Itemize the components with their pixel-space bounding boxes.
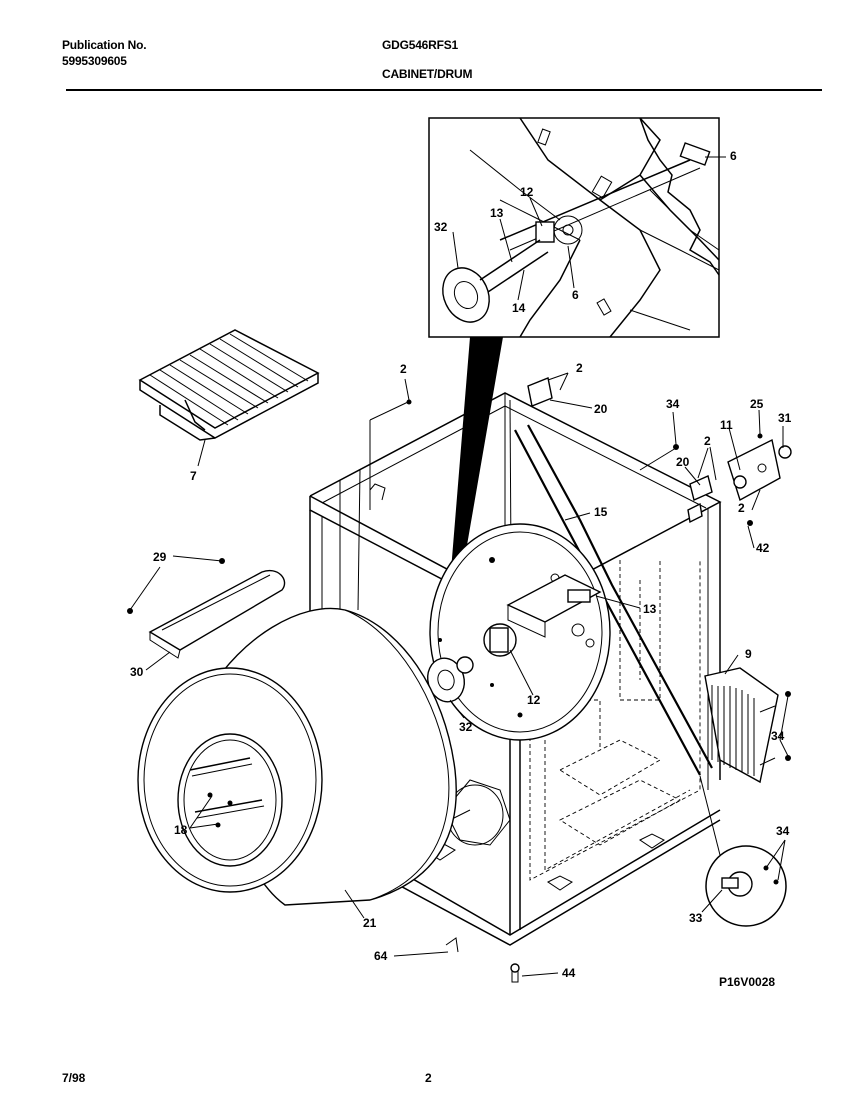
callout-6-inset-lower: 6	[572, 288, 579, 302]
callout-31: 31	[778, 411, 792, 425]
idler-detail	[699, 775, 787, 927]
callout-42: 42	[756, 541, 770, 555]
callout-7: 7	[190, 469, 197, 483]
leader-lines	[129, 372, 789, 977]
figure-code: P16V0028	[719, 975, 776, 989]
callout-2-lower-right: 2	[738, 501, 745, 515]
callout-64: 64	[374, 949, 388, 963]
page-number: 2	[425, 1071, 432, 1085]
callout-14: 14	[512, 301, 526, 315]
callout-12: 12	[527, 693, 541, 707]
footer-date: 7/98	[62, 1071, 86, 1085]
drying-rack	[138, 329, 320, 467]
header-rule	[66, 89, 822, 91]
publication-number: 5995309605	[62, 54, 127, 68]
callout-13-inset: 13	[490, 206, 504, 220]
callout-34-right: 34	[771, 729, 785, 743]
lint-duct-cover	[148, 569, 286, 659]
callout-25: 25	[750, 397, 764, 411]
callout-30: 30	[130, 665, 144, 679]
callout-18: 18	[174, 823, 188, 837]
callout-2-top-left: 2	[400, 362, 407, 376]
callout-12-inset: 12	[520, 185, 534, 199]
callout-34-bottom: 34	[776, 824, 790, 838]
callout-32: 32	[459, 720, 473, 734]
inset-detail	[428, 117, 726, 338]
callout-32-inset: 32	[434, 220, 448, 234]
callout-13: 13	[643, 602, 657, 616]
callout-44: 44	[562, 966, 576, 980]
callout-20-top: 20	[594, 402, 608, 416]
rear-bulkhead	[429, 523, 611, 741]
callout-9: 9	[745, 647, 752, 661]
callout-11: 11	[720, 418, 733, 432]
callout-21: 21	[363, 916, 377, 930]
drum	[137, 607, 457, 906]
bearing-housing	[427, 656, 474, 703]
callout-34-top: 34	[666, 397, 680, 411]
callout-29: 29	[153, 550, 167, 564]
rear-vent-grille	[704, 667, 791, 784]
callout-15: 15	[594, 505, 608, 519]
callout-2-right: 2	[704, 434, 711, 448]
section-title: CABINET/DRUM	[382, 67, 473, 81]
callout-2-top: 2	[576, 361, 583, 375]
callout-numbers: 32 13 12 14 6 6 2 2 20 34 25 11 31 2 20 …	[130, 149, 792, 980]
publication-label: Publication No.	[62, 38, 147, 52]
model-number: GDG546RFS1	[382, 38, 459, 52]
callout-20-right: 20	[676, 455, 690, 469]
callout-33: 33	[689, 911, 703, 925]
thermostat-bracket	[727, 433, 792, 502]
brackets-20	[527, 377, 713, 524]
idler-bracket	[506, 574, 602, 638]
callout-6-inset-upper: 6	[730, 149, 737, 163]
